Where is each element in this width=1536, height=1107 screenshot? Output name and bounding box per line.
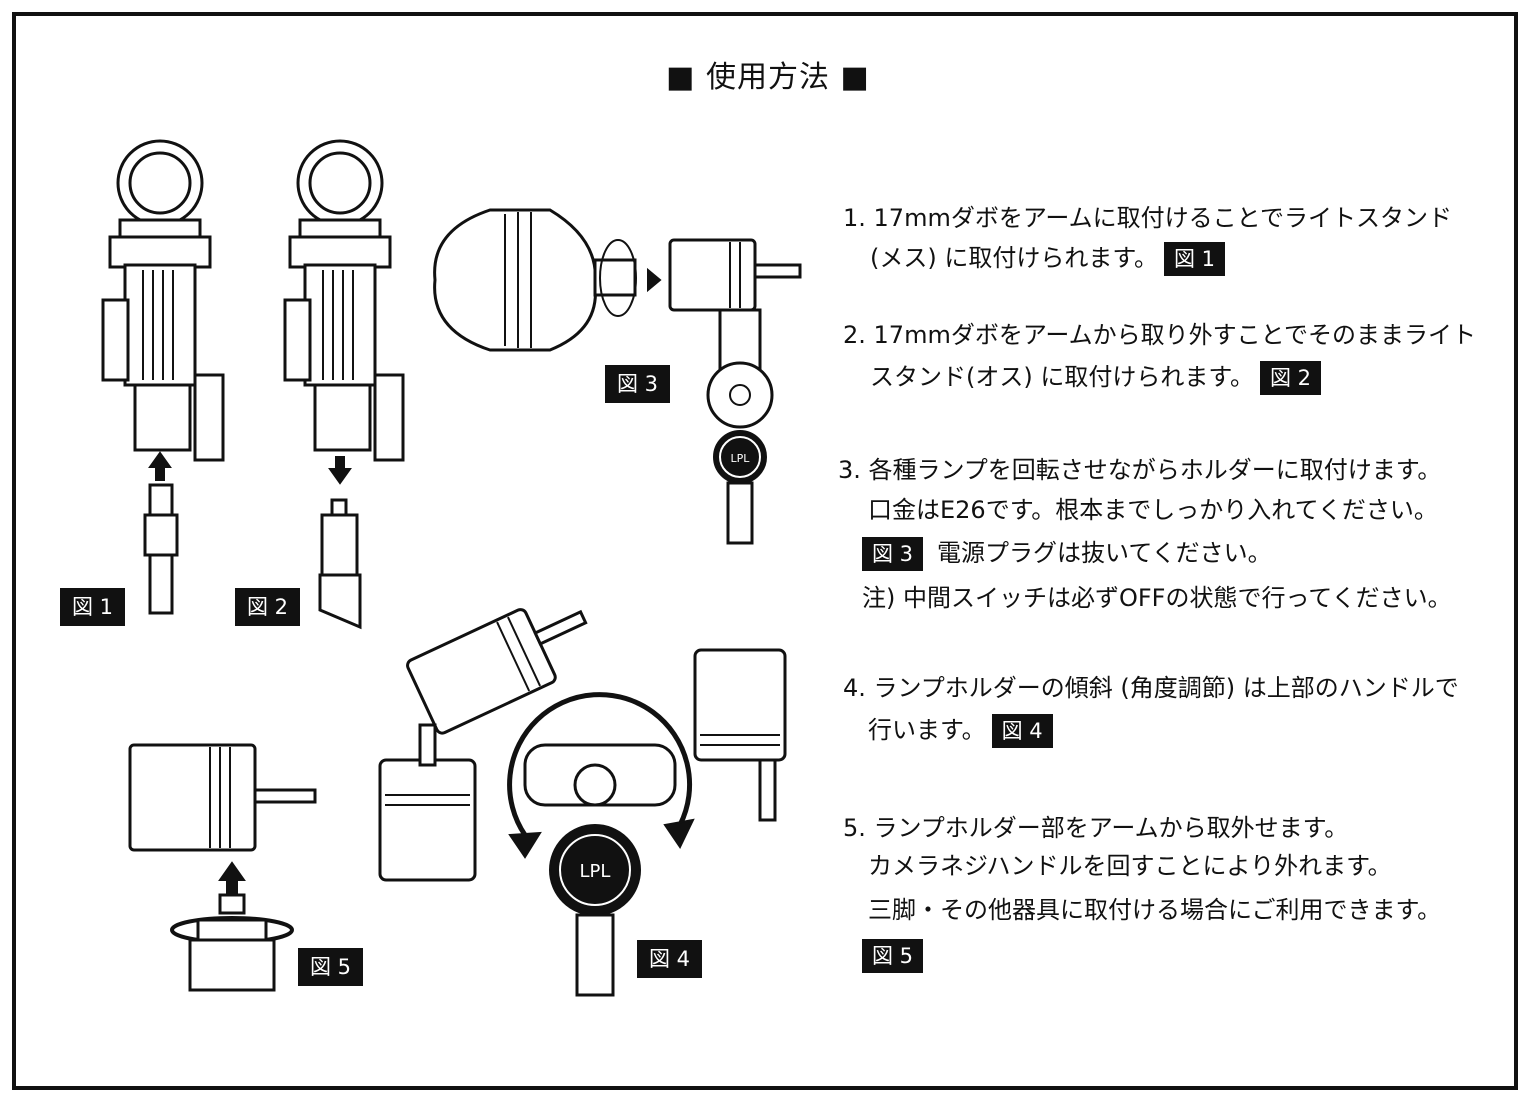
step-1-line-2: (メス) に取付けられます。図 1: [870, 238, 1226, 278]
step-3-line-1: 3. 各種ランプを回転させながらホルダーに取付けます。: [838, 456, 1442, 484]
step-2-figure-tag: 図 2: [1259, 361, 1322, 395]
figure-1-label: 図 1: [60, 588, 126, 626]
step-1-line-1: 1. 17mmダボをアームに取付けることでライトスタンド: [843, 204, 1452, 232]
step-5-line-3: 三脚・その他器具に取付ける場合にご利用できます。: [868, 896, 1442, 924]
step-2-line-2-text: スタンド(オス) に取付けられます。: [870, 363, 1254, 391]
figure-2-illustration: [283, 139, 405, 630]
figure-3-label: 図 3: [605, 365, 671, 403]
figure-5-illustration: [128, 743, 317, 992]
page-frame: [12, 12, 1518, 1090]
step-5-figure-tag-row: 図 5: [862, 935, 924, 975]
step-4-line-1: 4. ランプホルダーの傾斜 (角度調節) は上部のハンドルで: [843, 674, 1459, 702]
step-2-line-1: 2. 17mmダボをアームから取り外すことでそのままライト: [843, 321, 1476, 349]
step-3-line-3: 図 3 電源プラグは抜いてください。: [862, 533, 1272, 573]
step-1-line-2-text: (メス) に取付けられます。: [870, 244, 1158, 272]
figure-2-label: 図 2: [235, 588, 301, 626]
figure-1-illustration: [101, 139, 225, 615]
logo-text-fig4: LPL: [580, 861, 611, 882]
step-4-line-2: 行います。図 4: [868, 710, 1053, 750]
figure-4-label: 図 4: [637, 940, 703, 978]
page-title: ■ 使用方法 ■: [666, 60, 870, 95]
step-2-line-2: スタンド(オス) に取付けられます。図 2: [870, 357, 1322, 397]
step-3-line-3-text: 電源プラグは抜いてください。: [937, 539, 1272, 567]
step-1-figure-tag: 図 1: [1163, 242, 1226, 276]
step-4-figure-tag: 図 4: [991, 714, 1053, 748]
logo-text-fig3: LPL: [731, 452, 751, 465]
figure-3-illustration: LPL: [433, 208, 802, 545]
step-4-line-2-text: 行います。: [868, 716, 986, 744]
step-3-figure-tag: 図 3: [862, 537, 924, 571]
figure-5-label: 図 5: [298, 948, 364, 986]
step-5-line-1: 5. ランプホルダー部をアームから取外せます。: [843, 814, 1349, 842]
step-5-figure-tag: 図 5: [862, 939, 924, 973]
step-3-note: 注) 中間スイッチは必ずOFFの状態で行ってください。: [862, 584, 1452, 612]
figure-4-illustration: LPL: [378, 608, 787, 997]
step-5-line-2: カメラネジハンドルを回すことにより外れます。: [868, 852, 1392, 880]
step-3-line-2: 口金はE26です。根本までしっかり入れてください。: [868, 496, 1438, 524]
